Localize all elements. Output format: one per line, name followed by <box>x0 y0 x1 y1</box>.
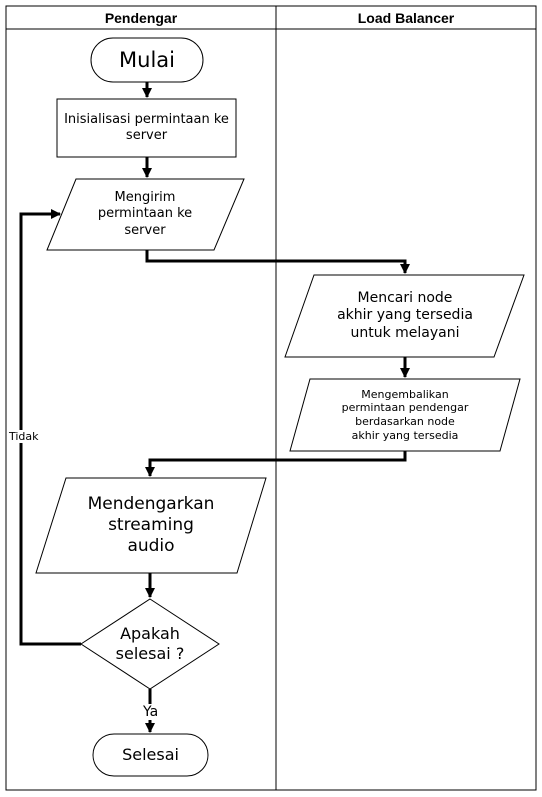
listen-shape <box>35 477 267 574</box>
connector-send-find <box>145 250 410 274</box>
connector-decision-no-loop <box>19 209 81 646</box>
decision-label: Apakah selesai ? <box>115 624 185 663</box>
init-label: Inisialisasi permintaan ke server <box>64 111 229 143</box>
lane-header-pendengar: Pendengar <box>104 9 178 26</box>
return-request-shape <box>289 378 521 452</box>
send-label: Mengirim permintaan ke server <box>97 190 193 238</box>
init-process <box>56 98 237 158</box>
return-label: Mengembalikan permintaan pendengar berda… <box>341 387 469 442</box>
end-terminator <box>92 733 209 777</box>
end-label: Selesai <box>122 745 179 764</box>
edge-label-ya: Ya <box>143 704 159 720</box>
connector-return-listen <box>145 451 407 477</box>
lane-header-load-balancer: Load Balancer <box>357 9 455 26</box>
find-label: Mencari node akhir yang tersedia untuk m… <box>337 289 473 341</box>
edge-label-tidak: Tidak <box>9 430 39 443</box>
send-request-shape <box>46 178 245 251</box>
listen-label: Mendengarkan streaming audio <box>87 493 215 557</box>
find-node-shape <box>284 274 525 358</box>
start-label: Mulai <box>119 47 175 72</box>
swimlane-frame <box>5 5 537 791</box>
